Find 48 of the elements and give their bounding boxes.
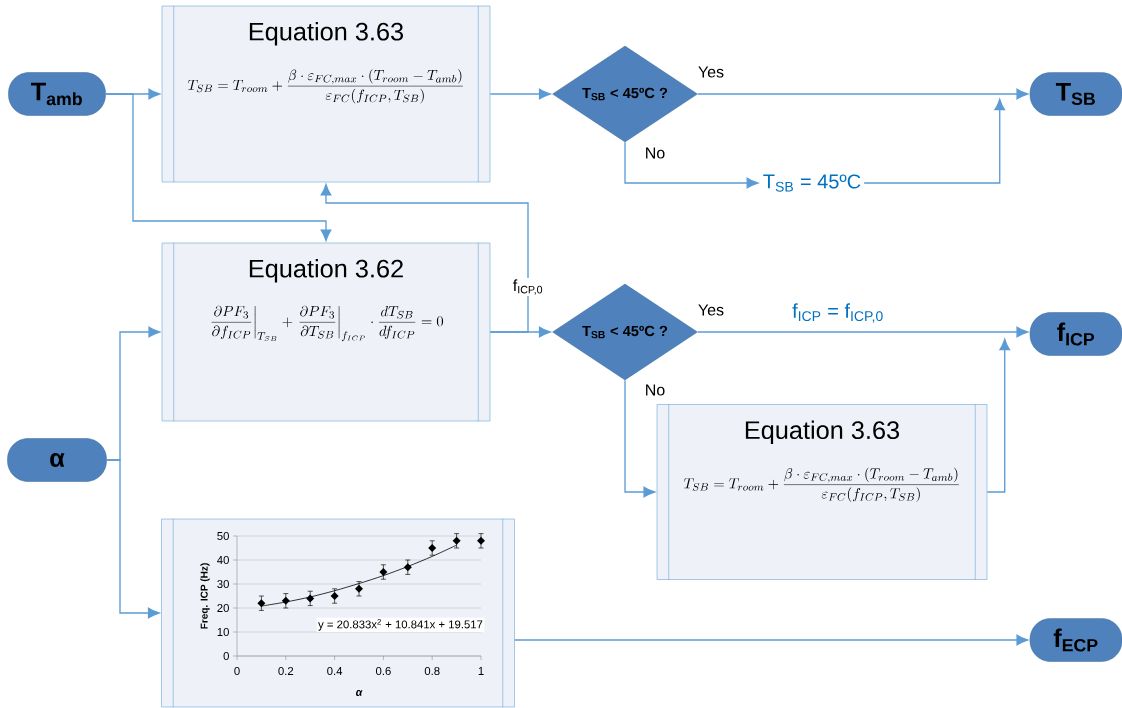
arrow	[106, 459, 160, 619]
tick-label: 0	[223, 652, 229, 660]
point	[379, 568, 388, 577]
edge-label: f$_{ICP,0}$	[511, 278, 545, 296]
terminal: T$_{SB}$	[1029, 72, 1122, 116]
arrow	[514, 634, 1029, 646]
arrow	[863, 98, 1006, 184]
process-box: Equation 3.62 $\left.\frac{\partial PF_3}{\partial f_{ICP}}\right|_{T_{SB}} + \left.\frac{\partial PF_3}{\partial T_{SB}}\right|_{f_{ICP}} \cdot \frac{dT_{SB}}{df_{ICP}} = 0$	[161, 242, 491, 422]
equation-text: T$_{SB}$ = 45ºC	[763, 174, 861, 192]
arrow	[624, 379, 656, 498]
edge-label: No	[643, 383, 667, 397]
arrow	[105, 93, 332, 242]
arrow	[624, 141, 759, 189]
terminal: T$_{amb}$	[8, 72, 106, 116]
tick-label: 0.4	[327, 667, 343, 675]
terminal: f$_{ECP}$	[1029, 618, 1122, 662]
tick-label: 0.2	[278, 667, 294, 675]
terminal: f$_{ICP}$	[1029, 312, 1122, 356]
point	[355, 584, 364, 593]
process-box: Equation 3.63 $T_{SB} = T_{room} + \frac{\beta \cdot \varepsilon_{FC,max} \cdot (T_{room} - T_{amb})}{\varepsilon_{FC}(f_{ICP}, T_{SB})}$	[656, 403, 988, 581]
point	[257, 599, 266, 608]
point	[452, 536, 461, 545]
axis-title: α	[356, 690, 363, 696]
point	[330, 592, 339, 601]
tick-label: 0.8	[424, 667, 440, 675]
arrow	[697, 326, 1029, 338]
arrow	[697, 88, 1029, 100]
terminal: α	[7, 438, 107, 482]
process-box: Equation 3.63 $T_{SB} = T_{room} + \frac{\beta \cdot \varepsilon_{FC,max} \cdot (T_{room} - T_{amb})}{\varepsilon_{FC}(f_{ICP}, T_{SB})}$	[161, 5, 491, 183]
tick-label: 0	[234, 667, 240, 675]
tick-label: 30	[217, 580, 229, 588]
tick-label: 50	[217, 532, 229, 540]
tick-label: 0.6	[375, 667, 391, 675]
arrow	[320, 183, 529, 333]
tick-label: 1	[478, 667, 484, 675]
arrow	[986, 338, 1011, 493]
tick-label: 10	[217, 628, 229, 636]
equation-text: f$_{ICP}$ = f$_{ICP,0}$	[792, 303, 883, 323]
edge-label: No	[643, 146, 667, 160]
tick-label: 40	[217, 556, 229, 564]
edge-label: Yes	[696, 303, 726, 317]
edge-label: Yes	[696, 65, 726, 79]
point	[477, 536, 485, 545]
point	[428, 544, 437, 553]
axis-title: Freq. ICP (Hz)	[200, 563, 210, 629]
tick-label: 20	[217, 604, 229, 612]
process-box	[161, 518, 515, 708]
arrow	[489, 88, 551, 100]
